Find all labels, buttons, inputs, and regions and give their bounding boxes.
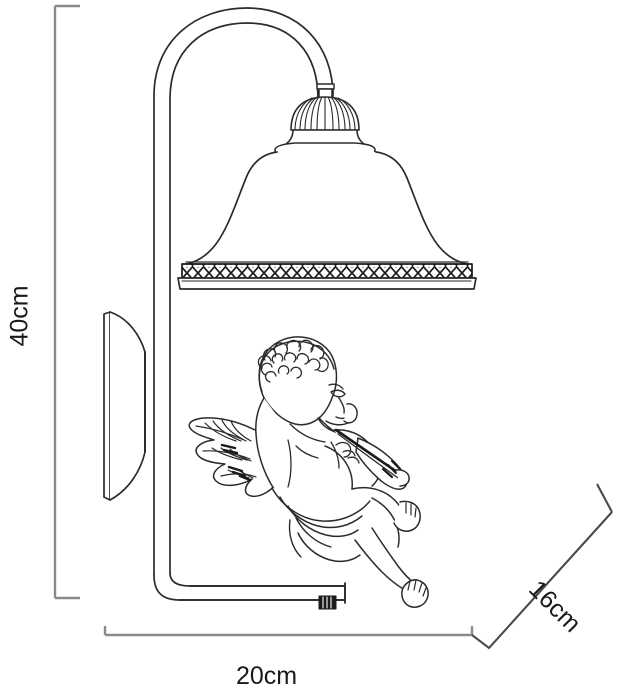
violin [334, 428, 410, 490]
lamp-assembly [103, 7, 477, 610]
cherub-head [257, 336, 358, 433]
dimension-lines-group [53, 4, 613, 650]
cherub-drapery [271, 487, 373, 563]
cherub-leg-lower [354, 527, 429, 608]
dimension-label-width: 20cm [236, 662, 298, 690]
support-bar-and-bolt [179, 582, 346, 610]
dimension-depth-16cm [471, 483, 613, 650]
bell-lamp-shade [183, 151, 471, 266]
cherub-figure [188, 336, 429, 608]
fluted-dome-cap [274, 83, 376, 162]
shade-rim-lattice-band [177, 261, 477, 290]
dimension-label-height: 40cm [5, 285, 34, 347]
dimension-height-40cm [53, 4, 80, 600]
cherub-leg-upper [351, 486, 421, 548]
bolt-head [318, 595, 337, 610]
wall-backplate [103, 311, 146, 501]
dimension-width-20cm [103, 626, 474, 637]
